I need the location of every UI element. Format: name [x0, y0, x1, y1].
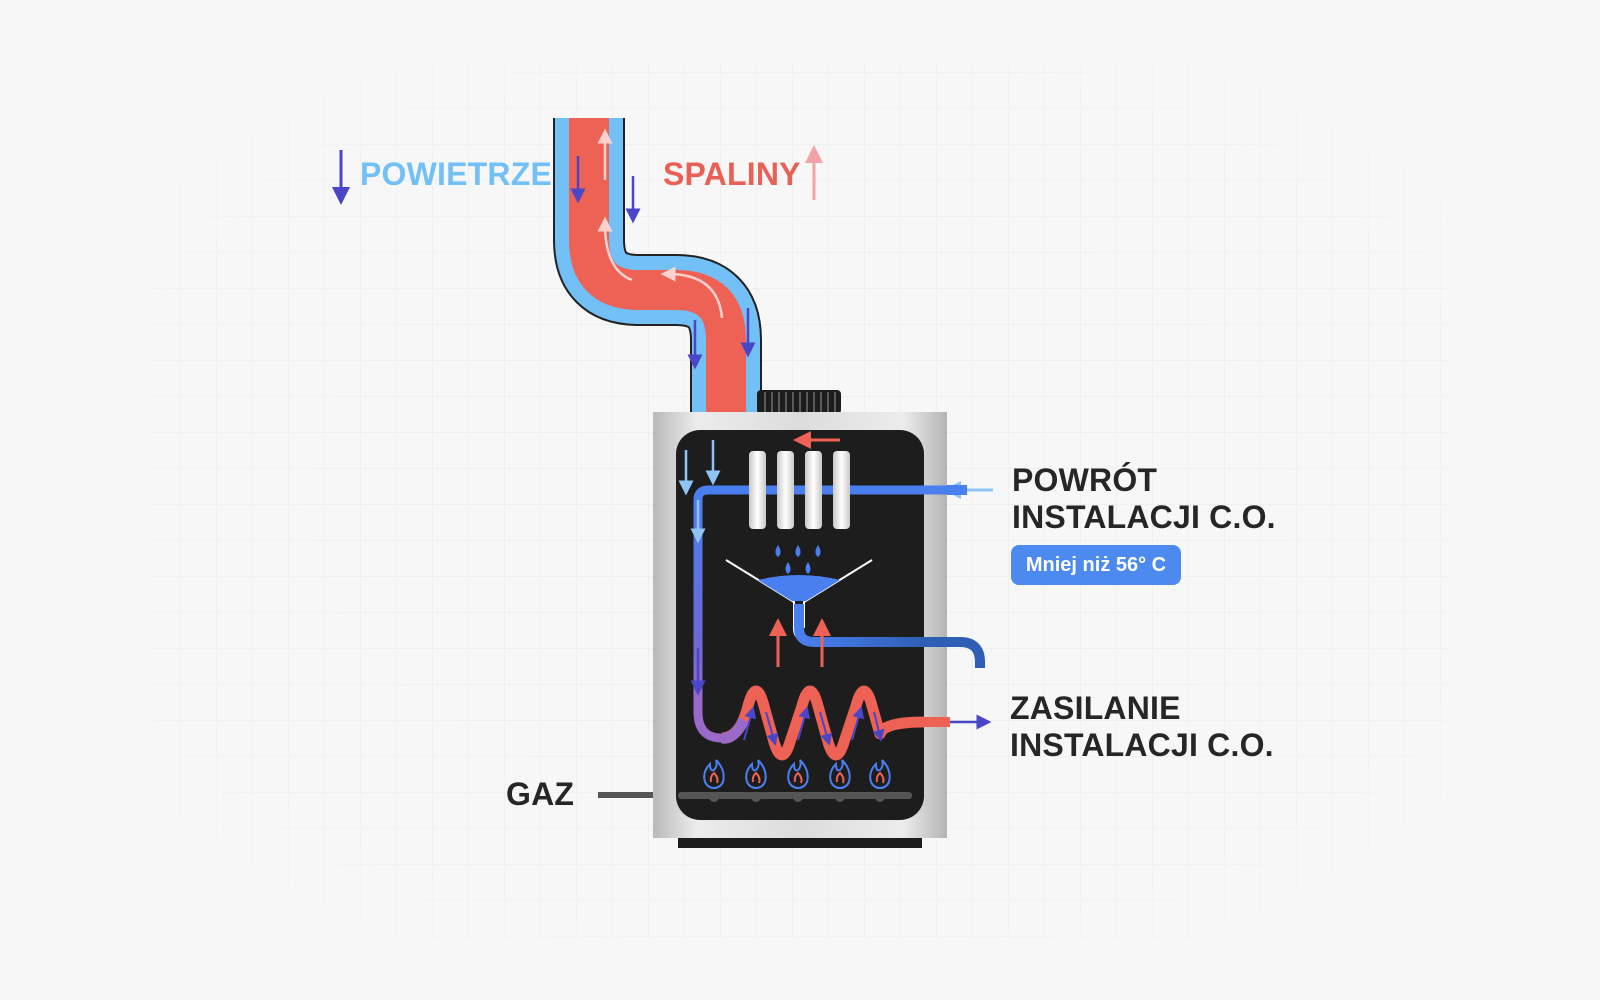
air-label: POWIETRZE: [360, 156, 553, 192]
return-label-line1: POWRÓT: [1012, 462, 1158, 498]
gas-label: GAZ: [506, 776, 575, 812]
secondary-heat-exchanger-tube: [777, 451, 794, 529]
return-temperature-badge: Mniej niż 56° C: [1011, 545, 1181, 585]
return-water-pipe-lower: [693, 700, 723, 743]
supply-label-line1: ZASILANIE: [1010, 690, 1181, 726]
supply-label: ZASILANIE INSTALACJI C.O.: [1010, 690, 1274, 764]
flue-pipe: [553, 118, 762, 412]
secondary-heat-exchanger-tube: [805, 451, 822, 529]
return-label-line2: INSTALACJI C.O.: [1012, 499, 1276, 536]
fan-connector: [757, 390, 841, 414]
exhaust-duct: [569, 118, 746, 412]
water-drop-icon: [775, 545, 821, 574]
supply-label-line2: INSTALACJI C.O.: [1010, 727, 1274, 764]
secondary-heat-exchanger-tube: [749, 451, 766, 529]
return-water-pipe: [693, 485, 947, 700]
return-label: POWRÓT INSTALACJI C.O.: [1012, 462, 1276, 536]
primary-heat-exchanger-coil: [721, 685, 925, 761]
condensate-drain-pipe: [924, 637, 985, 668]
exhaust-label: SPALINY: [663, 156, 801, 192]
flame-icon: [703, 759, 891, 790]
exhaust-flow-arrow-icon: [597, 216, 633, 282]
secondary-heat-exchanger-tube: [833, 451, 850, 529]
boiler-internals: [678, 431, 993, 802]
exhaust-flow-arrow-icon: [660, 266, 724, 319]
